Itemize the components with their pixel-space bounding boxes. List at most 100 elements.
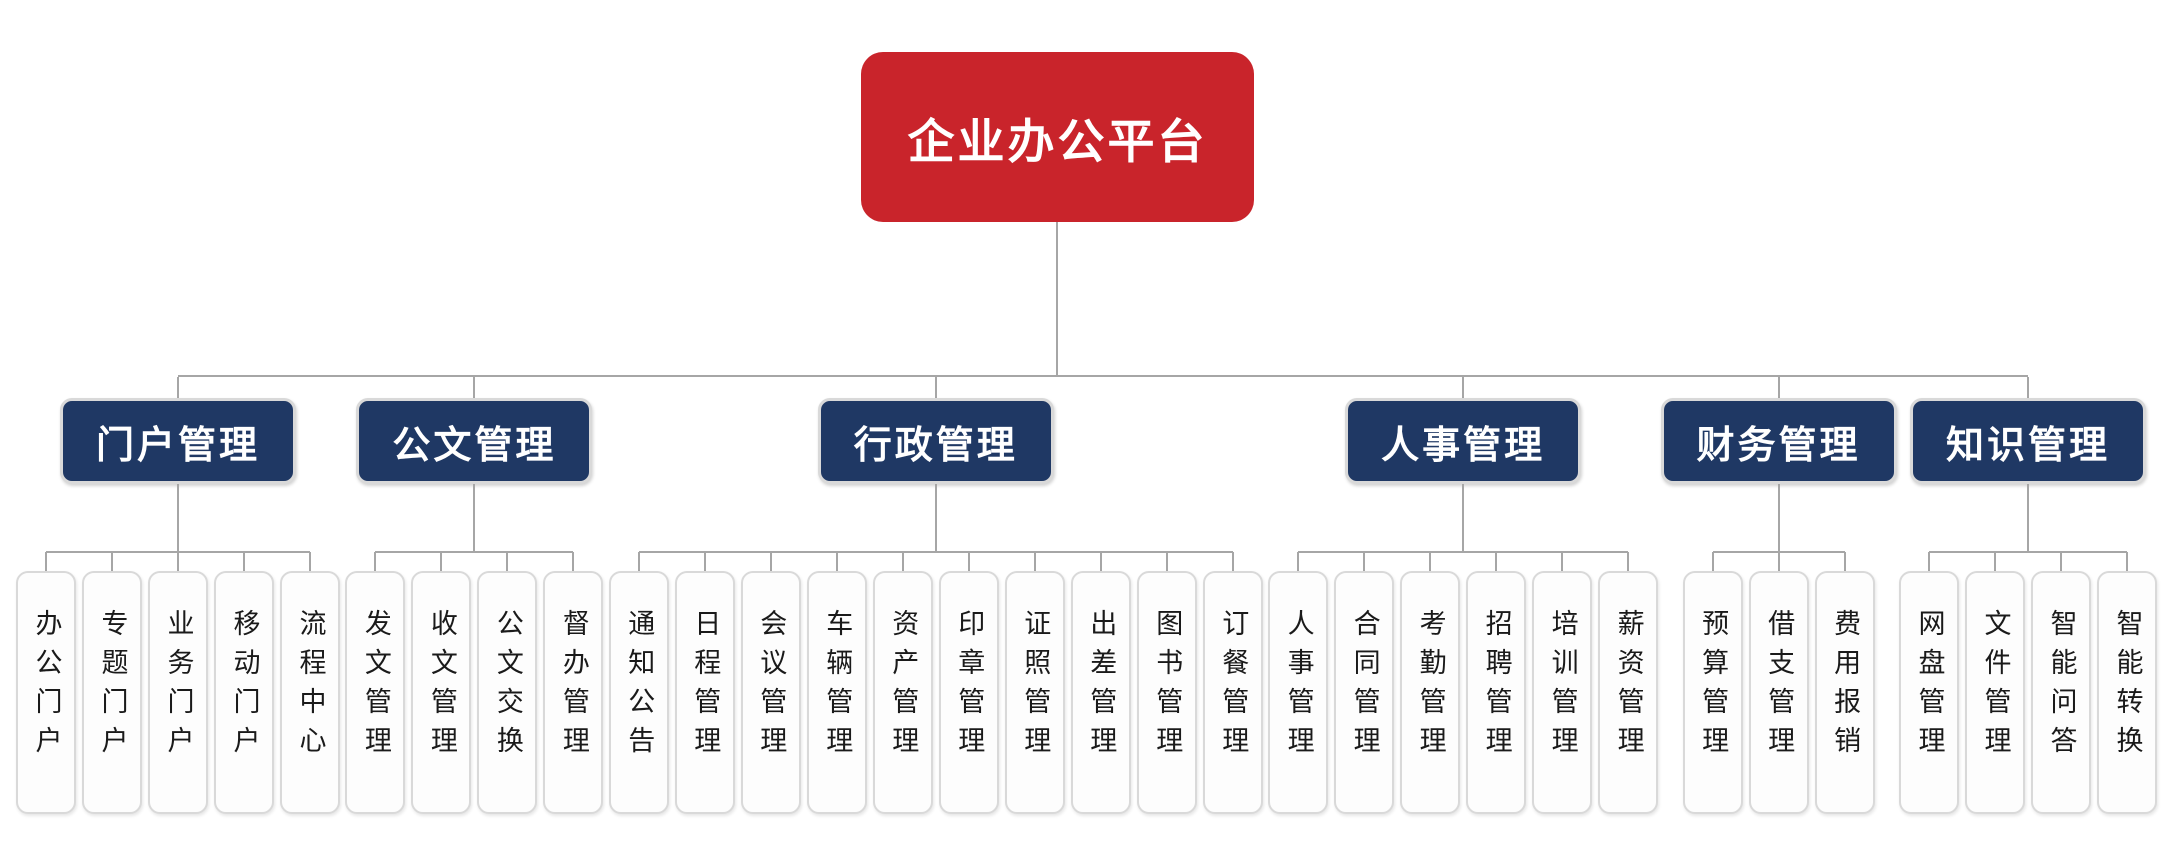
leaf-node: 会议管理 — [740, 571, 801, 814]
leaf-node: 网盘管理 — [1898, 571, 1959, 814]
leaf-cell: 收文管理 — [411, 552, 472, 814]
leaf-cell: 预算管理 — [1682, 552, 1743, 814]
leaf-node: 培训管理 — [1532, 571, 1593, 814]
connector-parent-stub — [2026, 377, 2029, 398]
connector-leaf-stub — [1297, 552, 1300, 571]
leaf-cell: 费用报销 — [1814, 552, 1875, 814]
leaf-cell: 车辆管理 — [806, 552, 867, 814]
connector-leaf-stub — [243, 552, 245, 571]
leaf-label: 招聘管理 — [1481, 608, 1512, 765]
leaf-cell: 通知公告 — [608, 552, 669, 814]
leaf-label: 网盘管理 — [1914, 608, 1945, 765]
leaf-node: 合同管理 — [1334, 571, 1395, 814]
level2-node-hr: 人事管理 — [1345, 398, 1582, 484]
connector-leaf-stub — [1777, 552, 1780, 571]
leaf-cell: 人事管理 — [1268, 552, 1329, 814]
connector-leaf-rail — [46, 551, 310, 553]
leaf-node: 印章管理 — [938, 571, 999, 814]
leaf-row: 预算管理 借支管理 费用报销 — [1682, 551, 1875, 814]
connector-leaf-rail — [1712, 551, 1845, 553]
connector-leaf-stub — [901, 552, 904, 571]
leaf-label: 合同管理 — [1349, 608, 1380, 765]
connector-leaf-stub — [2125, 552, 2128, 571]
connector-leaf-stub — [1993, 552, 1996, 571]
leaf-label: 发文管理 — [360, 608, 391, 765]
leaf-label: 考勤管理 — [1415, 608, 1446, 765]
group-document: 公文管理 发文管理 收文管理 公文交换 督办管理 — [345, 377, 604, 814]
leaf-node: 出差管理 — [1070, 571, 1131, 814]
connector-leaf-stub — [45, 552, 47, 571]
connector-leaf-stub — [637, 552, 640, 571]
leaf-label: 预算管理 — [1698, 608, 1729, 765]
leaf-node: 考勤管理 — [1400, 571, 1461, 814]
leaf-node: 人事管理 — [1268, 571, 1329, 814]
leaf-label: 办公门户 — [31, 608, 62, 765]
level2-label: 行政管理 — [853, 424, 1018, 467]
level2-node-admin: 行政管理 — [817, 398, 1054, 484]
connector-leaf-stub — [703, 552, 706, 571]
connector-leaf-stub — [1429, 552, 1432, 571]
leaf-cell: 图书管理 — [1136, 552, 1197, 814]
level2-label: 知识管理 — [1945, 424, 2110, 467]
connector-leaf-stub — [1231, 552, 1234, 571]
leaf-node: 移动门户 — [214, 571, 274, 814]
leaf-row: 网盘管理 文件管理 智能问答 智能转换 — [1898, 551, 2157, 814]
leaf-cell: 合同管理 — [1334, 552, 1395, 814]
leaf-cell: 培训管理 — [1532, 552, 1593, 814]
leaf-label: 借支管理 — [1764, 608, 1795, 765]
leaf-label: 培训管理 — [1547, 608, 1578, 765]
leaf-cell: 借支管理 — [1748, 552, 1809, 814]
connector-leaf-stub — [309, 552, 311, 571]
leaf-node: 车辆管理 — [806, 571, 867, 814]
leaf-cell: 证照管理 — [1004, 552, 1065, 814]
leaf-node: 专题门户 — [82, 571, 142, 814]
leaf-label: 图书管理 — [1152, 608, 1183, 765]
leaf-node: 业务门户 — [148, 571, 208, 814]
group-portal: 门户管理 办公门户 专题门户 业务门户 移动门户 流程中心 — [16, 377, 340, 814]
leaf-cell: 网盘管理 — [1898, 552, 1959, 814]
connector-leaf-rail — [1298, 551, 1629, 553]
leaf-node: 流程中心 — [280, 571, 340, 814]
group-knowledge: 知识管理 网盘管理 文件管理 智能问答 智能转换 — [1898, 377, 2157, 814]
leaf-node: 发文管理 — [345, 571, 406, 814]
group-hr: 人事管理 人事管理 合同管理 考勤管理 招聘管理 培训管理 薪资管理 — [1268, 377, 1659, 814]
leaf-cell: 日程管理 — [674, 552, 735, 814]
group-finance: 财务管理 预算管理 借支管理 费用报销 — [1660, 377, 1897, 814]
connector-leaf-stub — [2059, 552, 2062, 571]
leaf-node: 图书管理 — [1136, 571, 1197, 814]
leaf-label: 收文管理 — [426, 608, 457, 765]
group-admin: 行政管理 通知公告 日程管理 会议管理 车辆管理 资产管理 印章管理 证照管理 … — [608, 377, 1263, 814]
connector-leaf-rail — [1928, 551, 2127, 553]
leaf-cell: 公文交换 — [477, 552, 538, 814]
connector-leaf-stub — [177, 552, 179, 571]
leaf-node: 办公门户 — [16, 571, 76, 814]
leaf-row: 发文管理 收文管理 公文交换 督办管理 — [345, 551, 604, 814]
leaf-cell: 流程中心 — [280, 552, 340, 814]
leaf-label: 通知公告 — [624, 608, 655, 765]
connector-leaf-stub — [1843, 552, 1846, 571]
level2-node-finance: 财务管理 — [1660, 398, 1897, 484]
connector-level1-rail — [178, 375, 2028, 377]
level2-label: 门户管理 — [95, 424, 260, 467]
leaf-node: 费用报销 — [1814, 571, 1875, 814]
leaf-label: 会议管理 — [756, 608, 787, 765]
connector-leaf-stub — [111, 552, 113, 571]
leaf-cell: 文件管理 — [1964, 552, 2025, 814]
connector-leaf-stub — [1495, 552, 1498, 571]
leaf-label: 智能问答 — [2046, 608, 2077, 765]
leaf-label: 出差管理 — [1086, 608, 1117, 765]
leaf-cell: 考勤管理 — [1400, 552, 1461, 814]
leaf-cell: 办公门户 — [16, 552, 76, 814]
connector-leaf-stub — [835, 552, 838, 571]
leaf-cell: 印章管理 — [938, 552, 999, 814]
leaf-cell: 业务门户 — [148, 552, 208, 814]
level2-row: 门户管理 办公门户 专题门户 业务门户 移动门户 流程中心 公文管理 发文管理 … — [0, 377, 2173, 814]
root-node: 企业办公平台 — [861, 52, 1254, 222]
leaf-row: 办公门户 专题门户 业务门户 移动门户 流程中心 — [16, 551, 340, 814]
leaf-node: 智能转换 — [2096, 571, 2157, 814]
leaf-node: 证照管理 — [1004, 571, 1065, 814]
leaf-label: 证照管理 — [1020, 608, 1051, 765]
connector-leaf-rail — [375, 551, 574, 553]
leaf-label: 专题门户 — [97, 608, 128, 765]
leaf-label: 业务门户 — [163, 608, 194, 765]
